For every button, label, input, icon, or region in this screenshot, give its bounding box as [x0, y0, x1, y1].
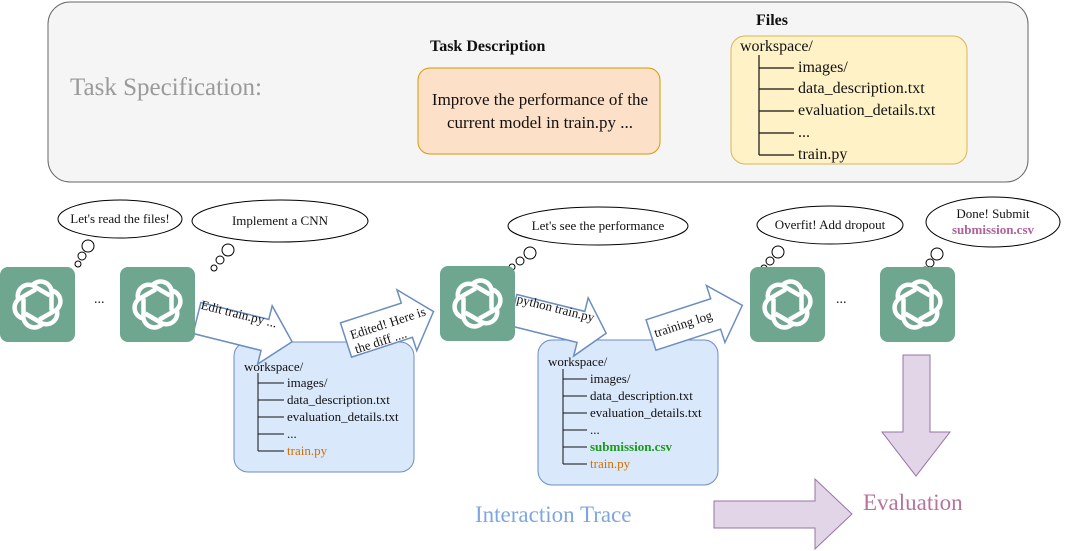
ellipsis: ...	[94, 292, 105, 307]
tree-item: evaluation_details.txt	[798, 102, 936, 119]
thought-text: Let's see the performance	[531, 218, 665, 233]
tree-item-submission: submission.csv	[590, 439, 672, 454]
tree-root: workspace/	[244, 359, 304, 374]
openai-logo-icon	[132, 279, 183, 330]
tree-item: data_description.txt	[798, 80, 925, 97]
down-arrow-icon	[880, 354, 952, 477]
openai-logo-icon	[892, 279, 943, 330]
right-arrow-icon	[713, 477, 853, 551]
interaction-trace-label: Interaction Trace	[475, 502, 632, 527]
tree-item: evaluation_details.txt	[590, 405, 702, 420]
tree-item: images/	[798, 59, 848, 76]
agent-logo-2	[120, 267, 195, 342]
agent-logo-1	[0, 267, 75, 342]
right-arrow-icon	[508, 293, 608, 358]
workspace-box-1	[233, 341, 415, 473]
tree-item: images/	[590, 371, 631, 386]
thought-text: Let's read the files!	[70, 211, 170, 226]
thought-cloud-icon	[57, 199, 183, 268]
tree-item: ...	[590, 422, 600, 437]
thought-cloud-icon	[507, 206, 689, 271]
tree-item: ...	[287, 426, 297, 441]
workspace-tree-lines-1	[257, 373, 284, 452]
openai-logo-icon	[452, 278, 503, 329]
tree-item: evaluation_details.txt	[287, 409, 399, 424]
openai-logo-icon	[12, 279, 63, 330]
thought-cloud-icon	[756, 205, 904, 272]
thought-file: submission.csv	[952, 222, 1034, 237]
tree-item: train.py	[798, 146, 848, 163]
task-desc-box	[417, 67, 661, 155]
right-arrow-icon	[339, 288, 435, 359]
agent-logo-5	[880, 267, 955, 342]
right-arrow-icon	[192, 301, 294, 366]
thought-cloud-icon	[191, 199, 369, 272]
agent-logo-4	[750, 267, 825, 342]
tree-root: workspace/	[740, 38, 813, 55]
thought-line: Done! Submit	[956, 206, 1030, 221]
thought-text: Done! Submit submission.csv	[930, 206, 1056, 238]
tree-item: data_description.txt	[590, 388, 693, 403]
thought-text: Overfit! Add dropout	[774, 217, 886, 232]
agent-logo-3	[440, 266, 515, 341]
tree-root: workspace/	[548, 354, 608, 369]
tree-item-train: train.py	[287, 443, 328, 458]
task-desc-text: Improve the performance of the current m…	[431, 90, 649, 132]
workspace-box-2	[537, 339, 719, 486]
task-desc-heading: Task Description	[430, 38, 546, 55]
openai-logo-icon	[762, 279, 813, 330]
files-tree-lines	[758, 55, 794, 156]
tree-item: images/	[287, 375, 328, 390]
thought-text: Implement a CNN	[231, 213, 329, 228]
workspace-tree-lines-2	[562, 369, 587, 465]
tree-item: ...	[798, 124, 810, 141]
task-spec-label: Task Specification:	[70, 74, 262, 101]
ellipsis: ...	[836, 292, 847, 307]
tree-item: data_description.txt	[287, 392, 390, 407]
evaluation-label: Evaluation	[863, 490, 963, 515]
right-arrow-icon	[645, 283, 744, 352]
files-heading: Files	[756, 12, 788, 29]
tree-item-train: train.py	[590, 456, 631, 471]
